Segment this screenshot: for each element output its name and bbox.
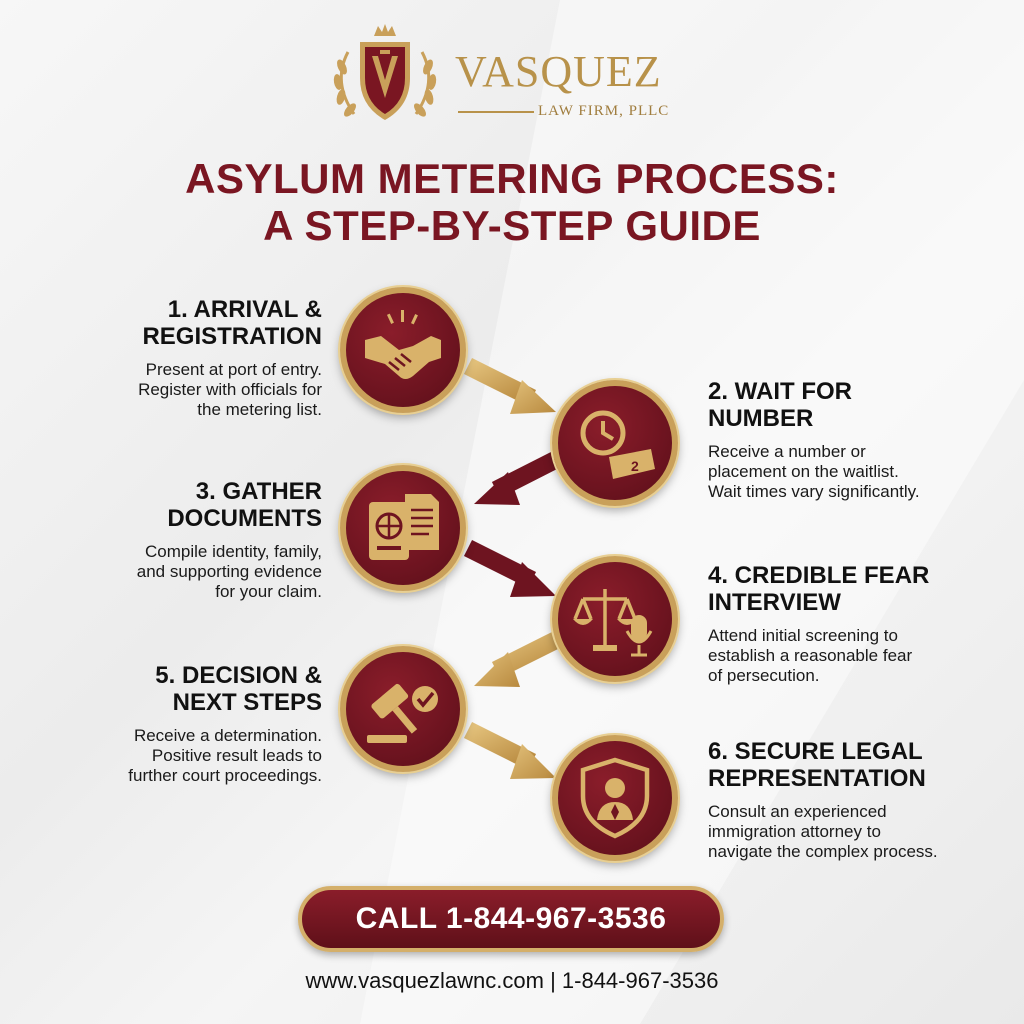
handshake-icon xyxy=(365,310,441,379)
step-4-desc-line-1: Attend initial screening to xyxy=(708,626,898,645)
step-1-desc-line-1: Present at port of entry. xyxy=(145,360,322,379)
step-3-title-line-2: DOCUMENTS xyxy=(167,505,322,532)
step-2-title-line-2: NUMBER xyxy=(708,405,814,432)
step-6-circle xyxy=(552,735,678,861)
step-2-desc-line-1: Receive a number or xyxy=(708,442,866,461)
step-4-title-line-1: 4. CREDIBLE FEAR xyxy=(708,562,930,589)
step-2-desc-line-2: placement on the waitlist. xyxy=(708,462,899,481)
step-2-title-line-1: 2. WAIT FOR xyxy=(708,378,852,405)
clock-ticket-icon: 2 xyxy=(580,410,655,479)
arrow-step5-to-step6 xyxy=(463,721,556,779)
scales-microphone-icon xyxy=(573,589,653,657)
step-3-title-line-1: 3. GATHER xyxy=(195,478,322,505)
step-4: 4. CREDIBLE FEAR INTERVIEW Attend initia… xyxy=(708,562,1008,686)
step-6: 6. SECURE LEGAL REPRESENTATION Consult a… xyxy=(708,738,1024,862)
brand-subtitle: LAW FIRM, PLLC xyxy=(538,103,670,119)
passport-documents-icon xyxy=(369,494,439,560)
arrow-step2-to-step3 xyxy=(474,451,560,505)
step-2-desc-line-3: Wait times vary significantly. xyxy=(708,482,920,501)
step-5-desc-line-1: Receive a determination. xyxy=(133,726,322,745)
brand-divider xyxy=(458,111,534,113)
step-3: 3. GATHER DOCUMENTS Compile identity, fa… xyxy=(60,478,322,602)
step-5: 5. DECISION & NEXT STEPS Receive a deter… xyxy=(60,662,322,786)
step-3-circle xyxy=(340,465,466,591)
page-title-line-2: A STEP-BY-STEP GUIDE xyxy=(263,202,761,249)
step-5-title-line-2: NEXT STEPS xyxy=(172,689,322,716)
step-4-circle xyxy=(552,556,678,682)
brand-name: VASQUEZ xyxy=(455,47,662,96)
step-1-circle xyxy=(340,287,466,413)
footer-contact[interactable]: www.vasquezlawnc.com | 1-844-967-3536 xyxy=(305,968,719,993)
step-2-circle: 2 xyxy=(552,380,678,506)
step-3-desc-line-1: Compile identity, family, xyxy=(145,542,322,561)
step-3-desc-line-2: and supporting evidence xyxy=(136,562,322,581)
step-6-desc-line-3: navigate the complex process. xyxy=(708,842,938,861)
step-5-circle xyxy=(340,646,466,772)
step-6-title-line-2: REPRESENTATION xyxy=(708,765,926,792)
call-button[interactable]: CALL 1-844-967-3536 xyxy=(298,886,724,952)
step-5-desc-line-2: Positive result leads to xyxy=(151,746,322,765)
step-6-desc-line-2: immigration attorney to xyxy=(708,822,881,841)
step-5-desc-line-3: further court proceedings. xyxy=(128,766,322,785)
step-1-desc-line-2: Register with officials for xyxy=(138,380,322,399)
page-title-line-1: ASYLUM METERING PROCESS: xyxy=(185,155,839,202)
step-4-title-line-2: INTERVIEW xyxy=(708,589,841,616)
step-1-title-line-1: 1. ARRIVAL & xyxy=(167,296,322,323)
step-4-desc-line-3: of persecution. xyxy=(708,666,820,685)
step-3-desc-line-3: for your claim. xyxy=(215,582,322,601)
step-6-desc-line-1: Consult an experienced xyxy=(708,802,887,821)
step-2: 2. WAIT FOR NUMBER Receive a number or p… xyxy=(708,378,1008,502)
crest-logo-icon xyxy=(333,24,437,120)
step-6-title-line-1: 6. SECURE LEGAL xyxy=(708,738,923,765)
step-1-desc-line-3: the metering list. xyxy=(197,400,322,419)
arrow-step1-to-step2 xyxy=(463,357,556,414)
step-4-desc-line-2: establish a reasonable fear xyxy=(708,646,913,665)
step-1-title-line-2: REGISTRATION xyxy=(142,323,322,350)
gavel-check-icon xyxy=(367,683,438,743)
arrow-step4-to-step5 xyxy=(474,631,561,687)
step-1: 1. ARRIVAL & REGISTRATION Present at por… xyxy=(60,296,322,420)
attorney-shield-icon xyxy=(580,757,650,839)
arrow-step3-to-step4 xyxy=(463,539,556,597)
ticket-number: 2 xyxy=(631,458,639,474)
step-5-title-line-1: 5. DECISION & xyxy=(155,662,322,689)
